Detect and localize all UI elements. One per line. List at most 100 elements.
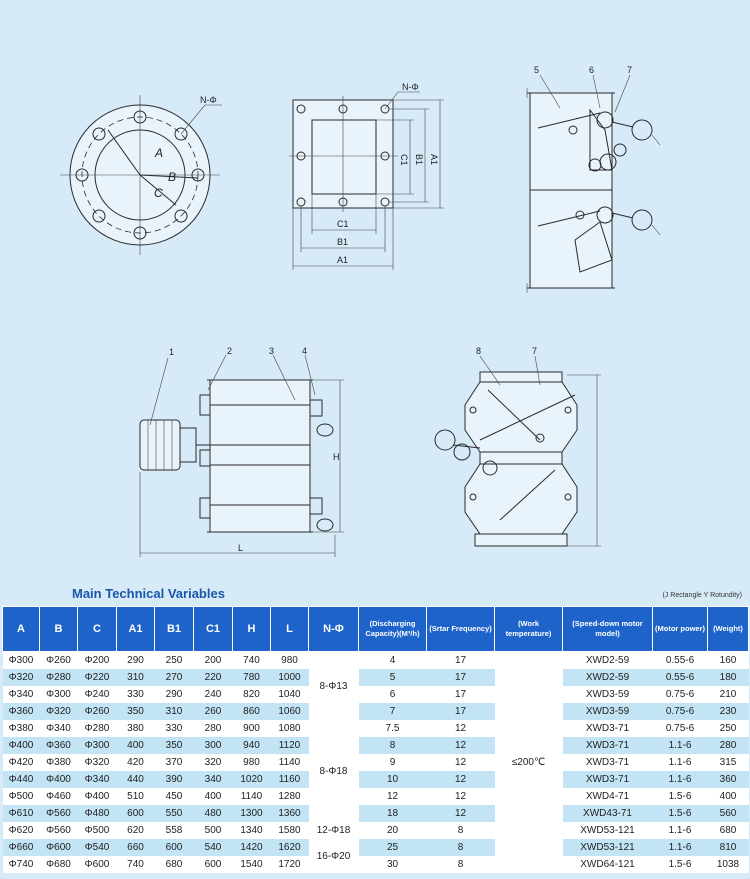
cell-motor-power: 1.1-6 bbox=[652, 737, 708, 754]
cell-h: 740 bbox=[232, 651, 271, 669]
cell-a: Φ660 bbox=[2, 839, 40, 856]
cell-c: Φ200 bbox=[77, 651, 117, 669]
cell-frequency: 12 bbox=[426, 754, 495, 771]
technical-drawings: N-Φ A B C N-Φ C1 B1 A1 C1 B1 A1 bbox=[60, 65, 661, 557]
cell-l: 1120 bbox=[270, 737, 309, 754]
cell-l: 1360 bbox=[270, 805, 309, 822]
cell-motor-model: XWD64-121 bbox=[562, 856, 653, 873]
cell-a1: 400 bbox=[116, 737, 155, 754]
cell-h: 1420 bbox=[232, 839, 271, 856]
cell-b: Φ360 bbox=[39, 737, 78, 754]
table-row: Φ420 Φ380 Φ320 420 370 320 980 1140 9 12… bbox=[2, 754, 749, 771]
table-row: Φ610 Φ560 Φ480 600 550 480 1300 1360 18 … bbox=[2, 805, 749, 822]
cell-c1: 540 bbox=[193, 839, 233, 856]
cell-c1: 400 bbox=[193, 788, 233, 805]
table-row: Φ400 Φ360 Φ300 400 350 300 940 1120 8 12… bbox=[2, 737, 749, 754]
cell-motor-power: 1.1-6 bbox=[652, 822, 708, 839]
cell-weight: 680 bbox=[707, 822, 749, 839]
cell-weight: 160 bbox=[707, 651, 749, 669]
cell-frequency: 17 bbox=[426, 669, 495, 686]
col-temperature: (Work temperature) bbox=[494, 606, 563, 652]
cell-h: 980 bbox=[232, 754, 271, 771]
cell-capacity: 20 bbox=[358, 822, 427, 839]
col-motor-model: (Speed-down motor model) bbox=[562, 606, 653, 652]
cell-l: 1060 bbox=[270, 703, 309, 720]
cell-weight: 250 bbox=[707, 720, 749, 737]
cell-capacity: 12 bbox=[358, 788, 427, 805]
table-row: Φ660 Φ600 Φ540 660 600 540 1420 1620 16-… bbox=[2, 839, 749, 873]
cell-frequency: 12 bbox=[426, 737, 495, 754]
cell-capacity: 5 bbox=[358, 669, 427, 686]
square-flange-drawing: N-Φ C1 B1 A1 C1 B1 A1 bbox=[289, 82, 444, 270]
cell-motor-model: XWD3-71 bbox=[562, 720, 653, 737]
cell-l: 1580 bbox=[270, 822, 309, 839]
cell-a: Φ300 bbox=[2, 651, 40, 669]
cell-frequency: 8 bbox=[426, 822, 495, 839]
cell-frequency: 17 bbox=[426, 651, 495, 669]
cell-l: 1280 bbox=[270, 788, 309, 805]
cell-motor-model: XWD3-71 bbox=[562, 754, 653, 771]
cell-a1: 420 bbox=[116, 754, 155, 771]
cell-capacity: 25 bbox=[358, 839, 427, 856]
cell-capacity: 7.5 bbox=[358, 720, 427, 737]
cell-a: Φ400 bbox=[2, 737, 40, 754]
cell-l: 1080 bbox=[270, 720, 309, 737]
cell-c1: 200 bbox=[193, 651, 233, 669]
cell-b: Φ260 bbox=[39, 651, 78, 669]
cell-c1: 320 bbox=[193, 754, 233, 771]
cell-b: Φ280 bbox=[39, 669, 78, 686]
cell-c: Φ320 bbox=[77, 754, 117, 771]
cell-a1: 380 bbox=[116, 720, 155, 737]
cell-h: 780 bbox=[232, 669, 271, 686]
cell-a1: 330 bbox=[116, 686, 155, 703]
cell-b1: 270 bbox=[154, 669, 194, 686]
cell-c: Φ240 bbox=[77, 686, 117, 703]
col-a1: A1 bbox=[116, 606, 155, 652]
cell-motor-power: 1.5-6 bbox=[652, 805, 708, 822]
cell-c: Φ400 bbox=[77, 788, 117, 805]
cell-l: 1160 bbox=[270, 771, 309, 788]
cell-motor-power: 1.5-6 bbox=[652, 788, 708, 805]
col-a: A bbox=[2, 606, 40, 652]
cell-capacity: 6 bbox=[358, 686, 427, 703]
col-weight: (Weight) bbox=[707, 606, 749, 652]
col-c1: C1 bbox=[193, 606, 233, 652]
cell-c1: 480 bbox=[193, 805, 233, 822]
col-frequency: (Srtar Frequency) bbox=[426, 606, 495, 652]
cell-h: 900 bbox=[232, 720, 271, 737]
cell-c: Φ300 bbox=[77, 737, 117, 754]
cell-capacity: 4 bbox=[358, 651, 427, 669]
front-l-label: L bbox=[238, 543, 243, 553]
cell-c1: 280 bbox=[193, 720, 233, 737]
cell-a: Φ320 bbox=[2, 669, 40, 686]
cell-h: 820 bbox=[232, 686, 271, 703]
cell-a1: 740 bbox=[116, 856, 155, 873]
cross-section-drawing: 8 7 bbox=[434, 346, 601, 547]
cell-weight: 230 bbox=[707, 703, 749, 720]
cell-motor-power: 1.1-6 bbox=[652, 771, 708, 788]
cell-b: Φ300 bbox=[39, 686, 78, 703]
cell-capacity: 9 bbox=[358, 754, 427, 771]
cell-nphi-group: 8-Φ13 bbox=[308, 651, 359, 720]
cell-a1: 620 bbox=[116, 822, 155, 839]
side-callout-7: 7 bbox=[627, 65, 632, 75]
cell-weight: 810 bbox=[707, 839, 749, 856]
table-row: Φ320 Φ280 Φ220 310 270 220 780 1000 5 17… bbox=[2, 669, 749, 686]
square-b1-label: B1 bbox=[337, 237, 348, 247]
side-callout-6: 6 bbox=[589, 65, 594, 75]
cell-motor-power: 0.75-6 bbox=[652, 703, 708, 720]
cell-c: Φ500 bbox=[77, 822, 117, 839]
table-row: Φ340 Φ300 Φ240 330 290 240 820 1040 6 17… bbox=[2, 686, 749, 703]
cell-b1: 450 bbox=[154, 788, 194, 805]
cell-frequency: 17 bbox=[426, 703, 495, 720]
cell-a1: 660 bbox=[116, 839, 155, 856]
cell-a1: 600 bbox=[116, 805, 155, 822]
section-title: Main Technical Variables bbox=[72, 586, 225, 601]
cell-frequency: 8 bbox=[426, 856, 495, 873]
round-flange-drawing: N-Φ A B C bbox=[60, 95, 222, 255]
col-h: H bbox=[232, 606, 271, 652]
cell-c: Φ220 bbox=[77, 669, 117, 686]
cell-b1: 370 bbox=[154, 754, 194, 771]
cell-frequency: 12 bbox=[426, 788, 495, 805]
cell-motor-power: 0.75-6 bbox=[652, 686, 708, 703]
